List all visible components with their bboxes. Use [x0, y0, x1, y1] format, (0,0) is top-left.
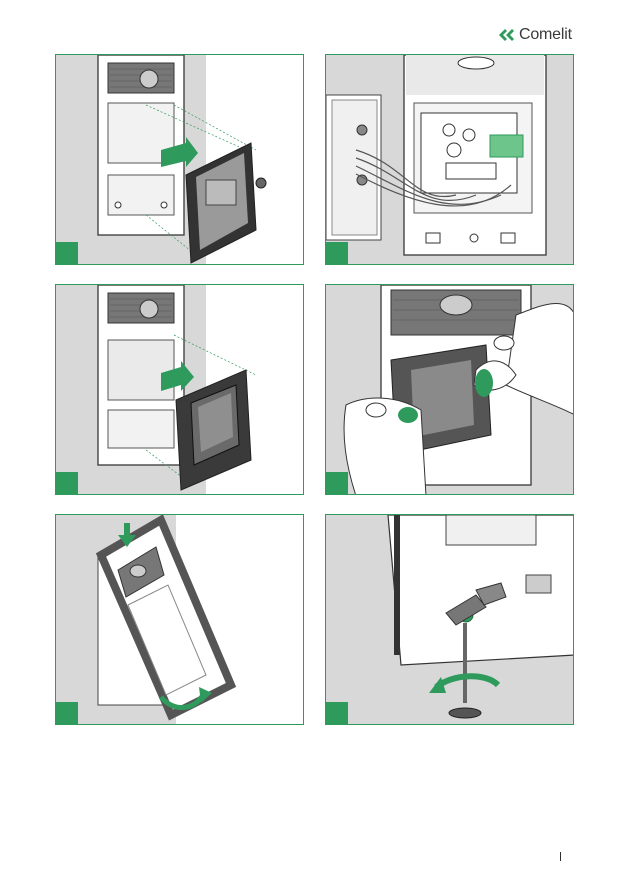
- panel-step-3: [55, 284, 304, 495]
- panel-step-2: [325, 54, 574, 265]
- comelit-logo-text: Comelit: [519, 26, 572, 44]
- step-badge: [326, 472, 348, 494]
- panel-step-4: [325, 284, 574, 495]
- panel-step-6: [325, 514, 574, 725]
- step-badge: [56, 472, 78, 494]
- step-badge: [326, 702, 348, 724]
- comelit-logo-mark: [497, 28, 515, 42]
- step-badge: [56, 242, 78, 264]
- comelit-logo: Comelit: [497, 22, 597, 48]
- page-marker: [560, 852, 561, 861]
- step-badge: [56, 702, 78, 724]
- step-badge: [326, 242, 348, 264]
- panel-step-5: [55, 514, 304, 725]
- panel-step-1: [55, 54, 304, 265]
